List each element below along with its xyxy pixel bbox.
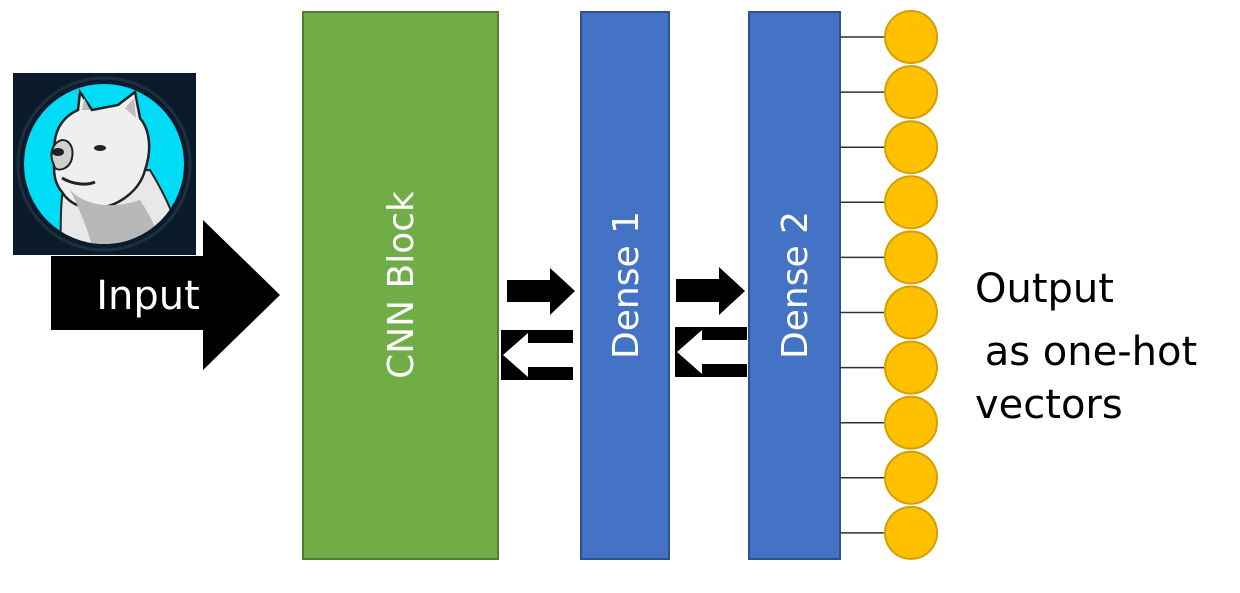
- input-label: Input: [96, 273, 200, 319]
- arrow-right-icon: [507, 268, 575, 315]
- dense2-block-rect: [748, 11, 841, 560]
- output-node: [884, 285, 938, 340]
- connection-cnn-dense1: [501, 268, 575, 380]
- dense2-block: Dense 2: [748, 11, 841, 560]
- arrow-left-icon: [501, 330, 573, 380]
- connection-dense1-dense2: [675, 267, 747, 377]
- cnn-block-rect: [302, 11, 499, 560]
- output-caption-line: Output: [975, 266, 1114, 312]
- dense2-block-label: Dense 2: [775, 211, 816, 359]
- dense1-block: Dense 1: [580, 11, 670, 560]
- output-node: [884, 65, 938, 120]
- output-node: [884, 505, 938, 560]
- arrow-right-icon: [676, 267, 745, 315]
- output-node: [884, 120, 938, 175]
- arrow-right-icon: [51, 220, 280, 370]
- output-caption: Output as one-hot vectors: [972, 266, 1197, 428]
- input-image: [13, 73, 196, 255]
- output-caption-line: vectors: [975, 382, 1123, 428]
- dense1-block-rect: [580, 11, 670, 560]
- arrow-left-icon: [675, 327, 747, 377]
- output-node: [884, 175, 938, 230]
- cnn-block: CNN Block: [302, 11, 499, 560]
- output-node: [884, 395, 938, 450]
- dog-portrait-icon: [50, 88, 184, 244]
- cnn-block-label: CNN Block: [381, 191, 422, 379]
- output-node: [884, 450, 938, 505]
- output-nodes: [840, 10, 938, 560]
- input-arrow: Input: [51, 220, 280, 370]
- dense1-block-label: Dense 1: [606, 211, 647, 359]
- output-caption-line: as one-hot: [972, 329, 1197, 375]
- output-node: [884, 340, 938, 395]
- output-node: [884, 230, 938, 285]
- output-node: [884, 10, 938, 64]
